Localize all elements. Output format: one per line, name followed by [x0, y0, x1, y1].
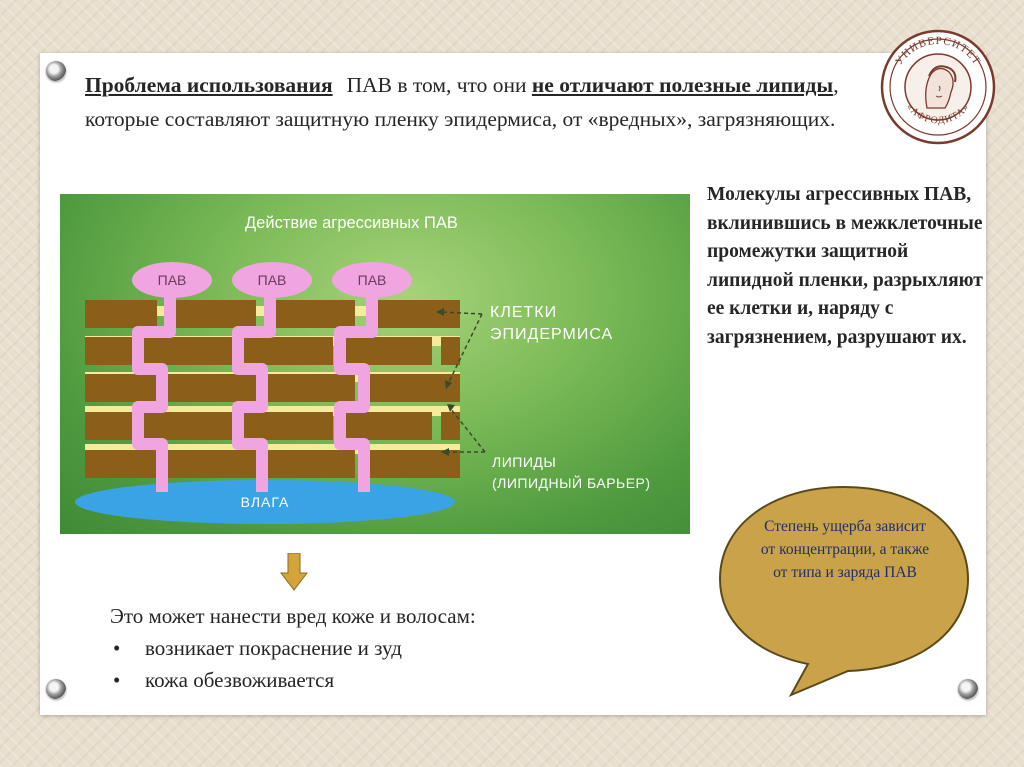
bullet-dot: •	[113, 636, 121, 660]
surfactant-label: ПАВ	[158, 272, 187, 288]
surfactant-label: ПАВ	[358, 272, 387, 288]
epidermis-label-line2: ЭПИДЕРМИСА	[490, 326, 614, 343]
surfactant-label: ПАВ	[258, 272, 287, 288]
heading-part3: не отличают полезные липиды	[531, 73, 834, 97]
lipid-layer	[85, 444, 460, 454]
moisture-label: ВЛАГА	[241, 494, 290, 510]
lipids-label-line2: (ЛИПИДНЫЙ БАРЬЕР)	[492, 475, 651, 491]
pointer-lines	[439, 311, 486, 453]
figure-illustration: ПАВ ПАВ ПАВ ВЛАГА	[75, 262, 486, 524]
heading-paragraph: Проблема использования ПАВ в том, что они…	[85, 68, 855, 136]
pin-icon	[46, 679, 66, 699]
bullet-item: • возникает покраснение и зуд	[110, 632, 630, 664]
epidermis-cells	[85, 300, 460, 478]
explanation-text: Молекулы агрессивных ПАВ, вклинившись в …	[707, 184, 983, 348]
heading-part1: Проблема использования	[85, 73, 333, 97]
pin-icon	[46, 61, 66, 81]
bullet-text: возникает покраснение и зуд	[145, 636, 402, 660]
heading-part2: ПАВ в том, что они	[346, 73, 527, 97]
lipid-layer	[85, 406, 460, 416]
speech-bubble-text: Степень ущерба зависит от концентрации, …	[760, 518, 930, 581]
bullet-item: • кожа обезвоживается	[110, 664, 630, 696]
consequences-intro: Это может нанести вред коже и волосам:	[110, 604, 476, 628]
epidermis-label-line1: КЛЕТКИ	[490, 304, 558, 321]
speech-bubble	[718, 485, 970, 698]
lipids-label: ЛИПИДЫ (ЛИПИДНЫЙ БАРЬЕР)	[492, 452, 651, 494]
figure-title: Действие агрессивных ПАВ	[245, 214, 458, 232]
surfactant-action-figure: ПАВ ПАВ ПАВ ВЛАГА Действие агрессивных П…	[60, 194, 690, 534]
down-arrow-icon	[280, 553, 308, 591]
surfactant-heads	[132, 262, 412, 298]
consequences-block: Это может нанести вред коже и волосам: •…	[110, 600, 630, 696]
epidermis-cells-label: КЛЕТКИ ЭПИДЕРМИСА	[490, 302, 613, 346]
pointer-arrowheads	[436, 308, 455, 456]
lipids-label-line1: ЛИПИДЫ	[492, 454, 557, 470]
bullet-text: кожа обезвоживается	[145, 668, 335, 692]
university-seal-icon: УНИВЕРСИТЕТ «АФРОДИТА»	[880, 29, 996, 145]
heading-part4: , которые составляют защитную пленку эпи…	[85, 73, 839, 131]
surfactant-tails	[132, 284, 378, 492]
pin-icon	[958, 679, 978, 699]
bullet-dot: •	[113, 668, 121, 692]
